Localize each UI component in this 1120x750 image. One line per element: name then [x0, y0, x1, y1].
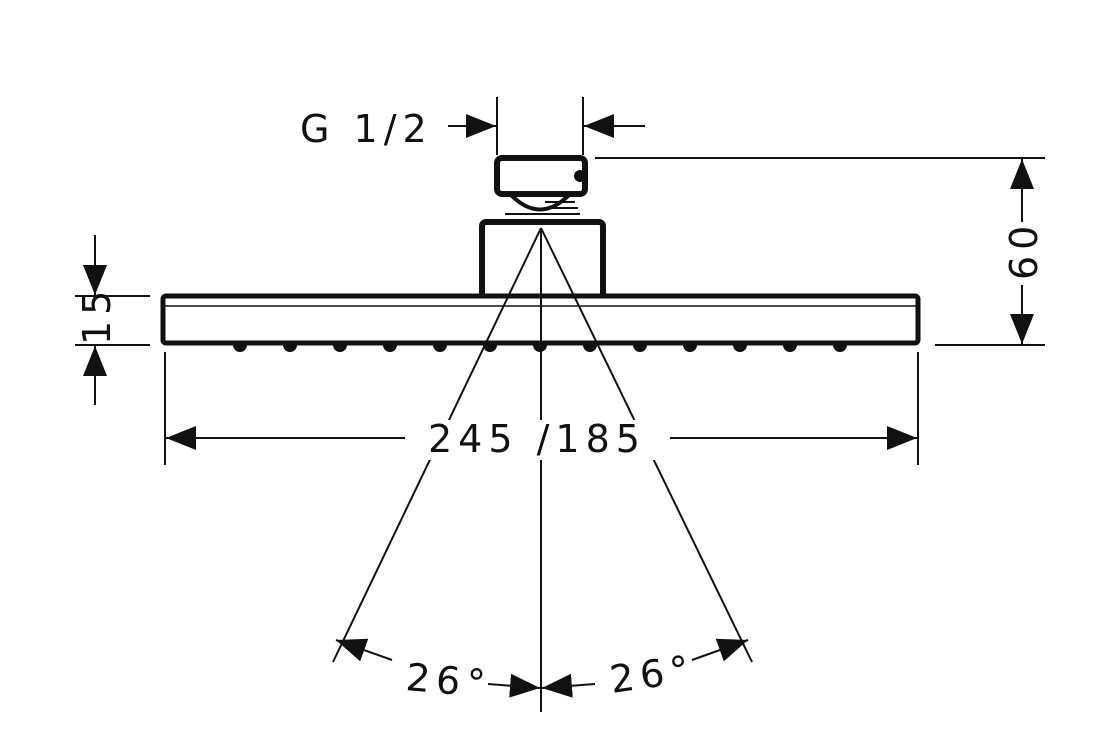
nut-dot — [574, 170, 586, 182]
angle-right-label: 26° — [607, 646, 698, 701]
shower-arm-block — [479, 219, 606, 301]
ball-joint — [508, 192, 572, 212]
height-label: 60 — [1002, 220, 1046, 280]
thread-label: G 1/2 — [300, 107, 433, 151]
angle-left-label: 26° — [404, 655, 493, 706]
connector-nut — [494, 155, 588, 197]
nozzles — [233, 345, 847, 352]
width-label: 245 /185 — [428, 417, 646, 461]
thickness-label: 15 — [75, 285, 119, 345]
